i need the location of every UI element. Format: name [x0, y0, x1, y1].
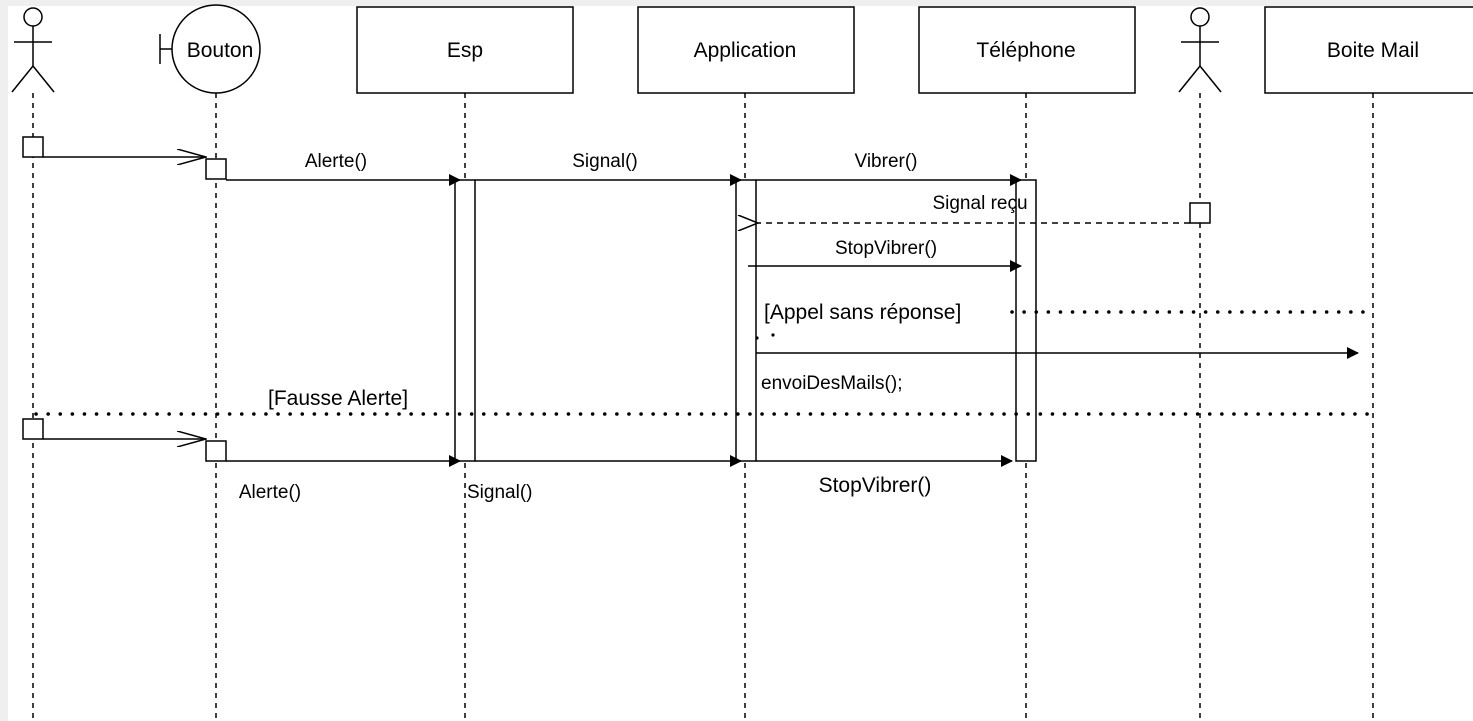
msg-alerte-1-label: Alerte() — [305, 151, 367, 172]
guard-fausse-alerte-label: [Fausse Alerte] — [268, 387, 408, 410]
participant-esp: Esp — [356, 6, 574, 94]
msg-alerte-2-label: Alerte() — [239, 482, 301, 503]
participant-application: Application — [637, 6, 855, 94]
bouton-label: Bouton — [187, 39, 254, 62]
activation-application — [735, 179, 757, 462]
msg-signal-2-label: Signal() — [467, 482, 532, 503]
participant-telephone: Téléphone — [918, 6, 1136, 94]
exec-bouton-2 — [205, 440, 227, 462]
boite-mail-label: Boite Mail — [1327, 39, 1419, 62]
activation-telephone — [1015, 179, 1037, 462]
actor-secondary-icon — [1178, 7, 1222, 93]
activations — [454, 179, 1037, 462]
application-label: Application — [694, 39, 797, 62]
msg-signal-recu-label: Signal reçu — [932, 193, 1027, 214]
frame-left — [0, 0, 8, 721]
msg-stopvibrer-2-label: StopVibrer() — [819, 474, 932, 497]
guard-dots-small — [755, 333, 775, 340]
messages — [43, 157, 1359, 467]
esp-label: Esp — [447, 39, 483, 62]
message-labels: Alerte() Signal() Vibrer() Signal reçu S… — [239, 151, 1028, 503]
msg-signal-1-label: Signal() — [572, 151, 637, 172]
activation-esp — [454, 179, 476, 462]
telephone-label: Téléphone — [976, 39, 1075, 62]
msg-envoi-mails-label: envoiDesMails(); — [761, 373, 902, 394]
participant-boite-mail: Boite Mail — [1264, 6, 1473, 94]
exec-actor2 — [1189, 202, 1211, 224]
lifelines — [32, 93, 1374, 721]
msg-stopvibrer-1-label: StopVibrer() — [835, 238, 937, 259]
boundary-bouton: Bouton — [159, 4, 261, 94]
msg-vibrer-label: Vibrer() — [855, 151, 918, 172]
actor-user-icon — [11, 7, 55, 93]
exec-squares — [22, 136, 1211, 462]
exec-bouton-1 — [205, 158, 227, 180]
frame-top — [0, 0, 1473, 6]
exec-user-2 — [22, 418, 44, 440]
exec-user-1 — [22, 136, 44, 158]
guard-appel-label: [Appel sans réponse] — [764, 301, 961, 324]
guard-labels: [Appel sans réponse] [Fausse Alerte] — [268, 301, 961, 410]
guard-lines — [34, 310, 1372, 416]
